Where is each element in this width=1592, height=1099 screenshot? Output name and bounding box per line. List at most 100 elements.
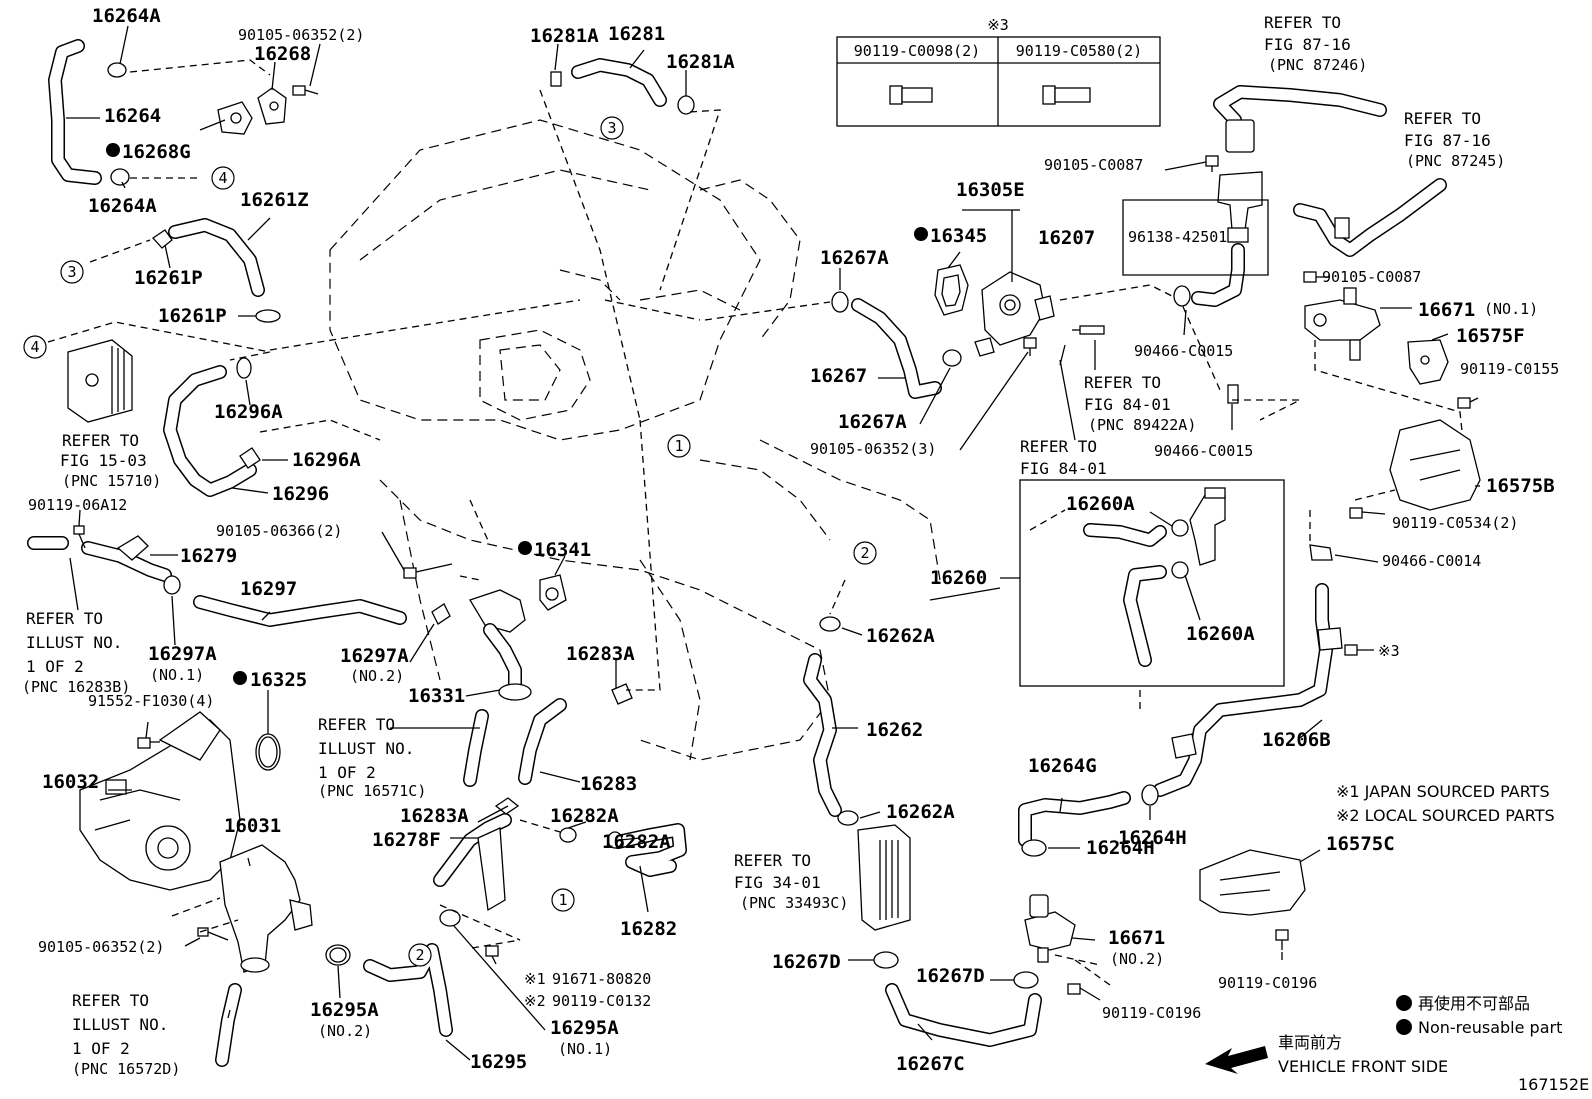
label-16295A-no1-sub: (NO.1) (558, 1040, 612, 1058)
hose-16297 (193, 595, 407, 627)
label-16206B: 16206B (1262, 729, 1331, 751)
circle-ref-4-top: 4 (211, 166, 235, 190)
hose-16571C (463, 709, 489, 787)
label-16267C: 16267C (896, 1053, 965, 1075)
refer-fig-84-01-b: REFER TO FIG 84-01 (1020, 437, 1107, 478)
clamp-16295A-no1 (439, 909, 461, 927)
label-16297A-no2: 16297A (340, 645, 409, 667)
label-16283A-b: 16283A (400, 805, 469, 827)
dash-line (829, 579, 846, 615)
svg-text:REFER TO: REFER TO (1020, 437, 1097, 456)
circle-ref-2-bottom: 2 (408, 943, 432, 967)
svg-text:REFER TO: REFER TO (734, 851, 811, 870)
label-16264G: 16264G (1028, 755, 1097, 777)
nonreusable-marker (914, 227, 928, 241)
bolt-table (836, 36, 1161, 127)
label-90119-06A12: 90119-06A12 (28, 496, 127, 514)
gasket-16341 (539, 574, 567, 611)
bolt-table-title: ※3 (987, 16, 1009, 34)
dash-line (459, 499, 491, 581)
label-90119-C0196-b: 90119-C0196 (1218, 974, 1317, 992)
label-90119-C0132: 90119-C0132 (552, 992, 651, 1010)
direction-jp: 車両前方 (1278, 1033, 1342, 1052)
bolt-90105-06352-3 (1023, 337, 1037, 356)
clamp-16264H-b (1021, 839, 1047, 857)
connector-16260 (1189, 487, 1226, 566)
box-16260 (1019, 479, 1285, 687)
dash-line (604, 299, 831, 321)
label-96138-42501: 96138-42501 (1128, 228, 1227, 246)
label-90105-06352-top: 90105-06352(2) (238, 26, 364, 44)
water-pump-16032 (79, 711, 241, 891)
water-inlet-16305E (974, 271, 1055, 357)
refer-fig-34-01: REFER TO FIG 34-01 (PNC 33493C) (734, 851, 848, 912)
clamp-16267D-b (1013, 971, 1039, 989)
label-16264A-top: 16264A (92, 5, 161, 27)
bolt-90105-06366 (403, 563, 453, 579)
leader-lines (66, 25, 1480, 1061)
svg-text:3: 3 (67, 263, 76, 281)
svg-text:REFER TO: REFER TO (1084, 373, 1161, 392)
clamp-16282A-a (559, 827, 577, 843)
dash-line (1232, 399, 1301, 421)
label-16260: 16260 (930, 567, 987, 589)
clamp-16267A-a (831, 291, 849, 313)
label-16296A-b: 16296A (292, 449, 361, 471)
svg-text:FIG 87-16: FIG 87-16 (1264, 35, 1351, 54)
hose-16267 (851, 298, 942, 399)
refer-fig-15-03: REFER TO FIG 15-03 (PNC 15710) (60, 431, 161, 490)
label-16261P-a: 16261P (134, 267, 203, 289)
hose-16572D (215, 983, 242, 1067)
label-16032: 16032 (42, 771, 99, 793)
hose-16281 (571, 58, 667, 107)
bolt-91552-F1030 (137, 737, 160, 749)
label-16296: 16296 (272, 483, 329, 505)
fitting-16207 (1217, 171, 1263, 243)
svg-text:REFER TO: REFER TO (1264, 13, 1341, 32)
dash-line (1029, 509, 1141, 710)
label-90466-C0015-a: 90466-C0015 (1134, 342, 1233, 360)
label-16295: 16295 (470, 1051, 527, 1073)
label-16279: 16279 (180, 545, 237, 567)
label-16297A-no1: 16297A (148, 643, 217, 665)
clamp-16297A-no1 (163, 575, 181, 595)
label-16268G: 16268G (122, 141, 191, 163)
svg-text:(PNC 89422A): (PNC 89422A) (1088, 416, 1196, 434)
oil-cooler-33493C (857, 824, 911, 931)
bolt-91671-80820 (485, 945, 499, 965)
label-16282: 16282 (620, 918, 677, 940)
refer-fig-87-16-b: REFER TO FIG 87-16 (PNC 87245) (1404, 109, 1505, 170)
svg-text:REFER TO: REFER TO (62, 431, 139, 450)
svg-text:2: 2 (860, 544, 869, 562)
figure-id: 167152E (1518, 1075, 1589, 1094)
label-16331: 16331 (408, 685, 465, 707)
hose-16262 (803, 653, 842, 817)
refer-illust-16571C: REFER TO ILLUST NO. 1 OF 2 (PNC 16571C) (318, 715, 426, 800)
bolt-table-text: ※3 90119-C0098(2) 90119-C0580(2) (854, 16, 1142, 60)
legend: ※1 JAPAN SOURCED PARTS ※2 LOCAL SOURCED … (1336, 782, 1562, 1037)
svg-text:1 OF 2: 1 OF 2 (26, 657, 84, 676)
legend-nonreusable-jp: 再使用不可部品 (1418, 994, 1530, 1013)
svg-text:4: 4 (218, 169, 227, 187)
bolt-90119-C0196-b (1275, 929, 1289, 950)
label-16260A-a: 16260A (1066, 493, 1135, 515)
clamp-16296A-a (236, 357, 252, 379)
clamp-16283A-a (611, 683, 633, 705)
legend-japan-sourced: ※1 JAPAN SOURCED PARTS (1336, 782, 1550, 801)
dash-line (259, 419, 381, 441)
svg-text:FIG 84-01: FIG 84-01 (1084, 395, 1171, 414)
label-90105-06352-3: 90105-06352(3) (810, 440, 936, 458)
label-16575C: 16575C (1326, 833, 1395, 855)
legend-nonreusable-dot-en (1396, 1019, 1412, 1035)
sensor-89422A (1072, 325, 1105, 335)
bracket-16575B (1389, 419, 1481, 511)
hose-16261Z (168, 218, 265, 297)
label-16671-no2: 16671 (1108, 927, 1165, 949)
legend-nonreusable-dot-jp (1396, 995, 1412, 1011)
label-16267A-a: 16267A (820, 247, 889, 269)
label-90119-C0196-a: 90119-C0196 (1102, 1004, 1201, 1022)
hose-16260-upper (1083, 523, 1167, 547)
svg-text:1 OF 2: 1 OF 2 (72, 1039, 130, 1058)
hose-16207-bottom (1191, 243, 1245, 307)
